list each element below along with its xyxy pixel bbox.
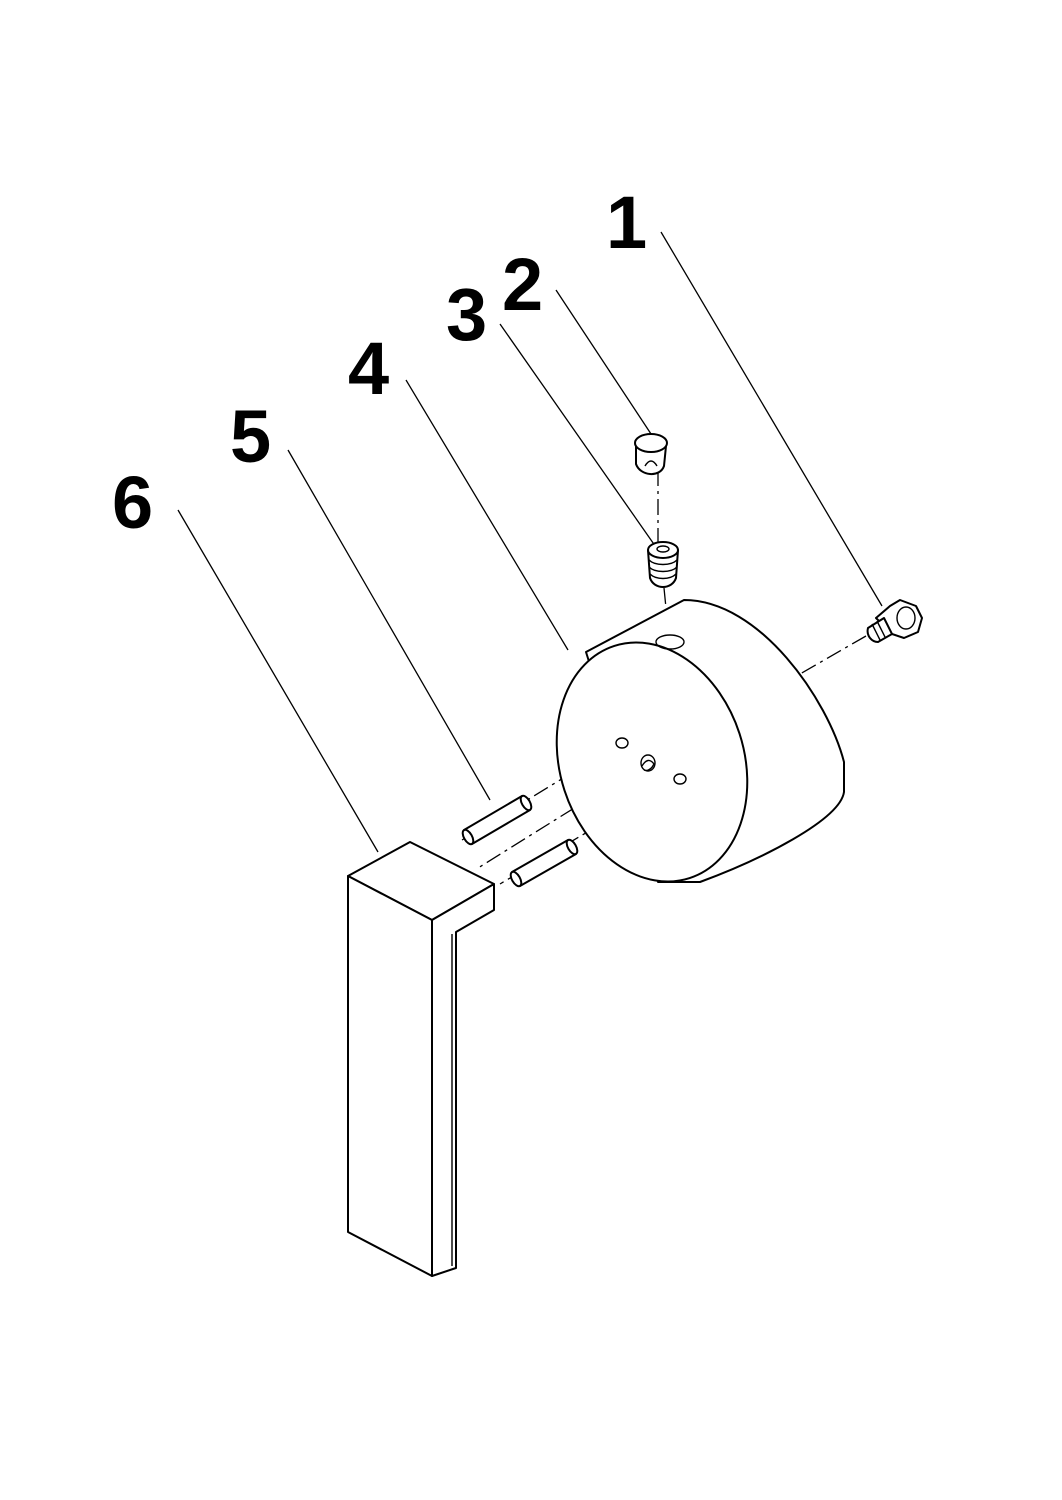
leader-line-4: [405, 379, 569, 651]
dowel-pin-lower-end: [565, 838, 579, 856]
side-screw-shank: [866, 617, 893, 643]
leader-line-3: [499, 323, 659, 551]
callout-number-1: 1: [606, 181, 647, 264]
cap: [634, 433, 668, 475]
side-screw-thread-1: [871, 623, 881, 641]
side-screw-thread-2: [876, 620, 886, 638]
insert-top: [647, 541, 679, 559]
leader-line-2: [555, 289, 656, 441]
dowel-pin-lower: [509, 838, 579, 888]
dowel-pin-lower-body: [511, 839, 577, 887]
callout-number-2: 2: [502, 243, 543, 326]
callout-number-3: 3: [446, 273, 487, 356]
side-screw: [866, 599, 923, 643]
dowel-pin-upper-end: [519, 794, 533, 812]
lever-front-face: [347, 875, 433, 1277]
lever-side-face: [431, 883, 495, 1277]
leader-line-1: [660, 231, 883, 607]
knob-top-hole: [655, 634, 685, 650]
callout-number-4: 4: [348, 327, 389, 410]
dowel-pin-upper-tip: [461, 828, 475, 846]
dowel-pin-upper-body: [463, 795, 531, 845]
threaded-insert: [647, 541, 679, 588]
dowel-pin-lower-tip: [509, 870, 523, 888]
knob-face-hole-middle-thread: [641, 759, 655, 772]
axis-line-side-screw: [799, 635, 867, 675]
lever-handle: [347, 841, 495, 1277]
insert-thread-3: [649, 573, 677, 580]
knob-face-hole-lower: [673, 773, 687, 785]
side-screw-head-face: [896, 606, 916, 630]
insert-thread-2: [648, 566, 678, 573]
knob-body: [555, 599, 845, 883]
callout-number-6: 6: [112, 461, 153, 544]
dowel-pin-upper: [461, 794, 533, 846]
insert-bore: [656, 545, 670, 553]
cap-top: [634, 433, 668, 453]
cap-slot: [644, 460, 658, 467]
insert-thread-1: [648, 559, 678, 566]
knob-face-hole-middle: [640, 754, 656, 772]
leader-line-5: [287, 449, 491, 801]
leader-line-6: [177, 509, 379, 853]
knob-face-hole-upper: [615, 737, 629, 749]
callout-number-5: 5: [230, 395, 271, 478]
